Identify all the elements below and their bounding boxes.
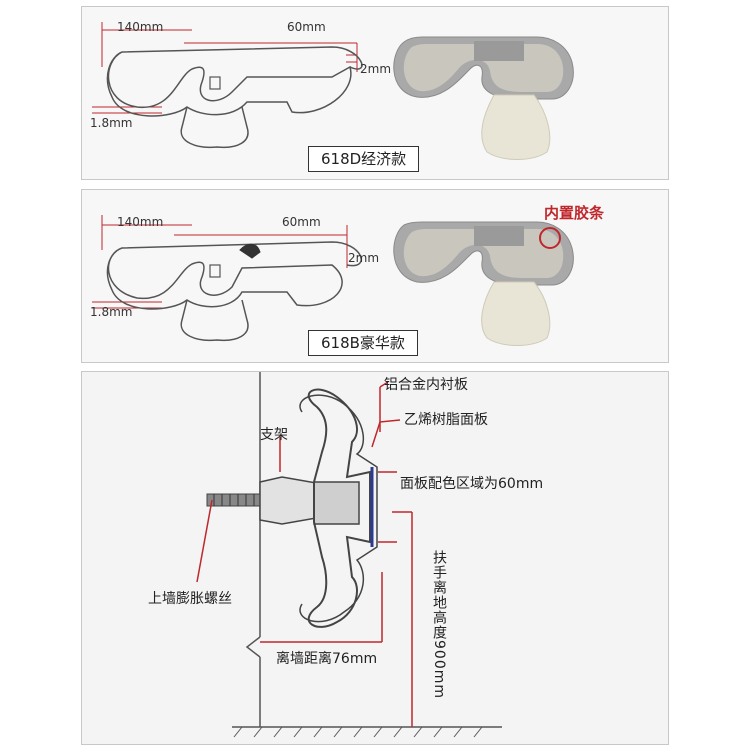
wall-thickness-label: 1.8mm xyxy=(90,116,133,130)
model-label: 618D经济款 xyxy=(308,146,420,172)
handrail-height-label: 扶手离地高度900mm xyxy=(431,550,447,699)
deluxe-profile-drawing xyxy=(92,215,574,346)
model-label: 618B豪华款 xyxy=(308,330,418,356)
thickness-dimension-label: 2mm xyxy=(360,62,392,76)
width-dimension-label: 140mm xyxy=(117,20,164,34)
economy-model-panel: 140mm 60mm 2mm 1.8mm 618D经济款 xyxy=(81,6,669,180)
width-dimension-label: 140mm xyxy=(117,215,164,229)
wall-thickness-label: 1.8mm xyxy=(90,305,133,319)
aluminum-liner-label: 铝合金内衬板 xyxy=(384,377,468,393)
installation-drawing xyxy=(196,372,502,738)
panel-dimension-label: 60mm xyxy=(282,215,321,229)
built-in-strip-callout: 内置胶条 xyxy=(544,204,605,222)
color-area-label: 面板配色区域为60mm xyxy=(400,476,544,492)
thickness-dimension-label: 2mm xyxy=(348,251,380,265)
panel-dimension-label: 60mm xyxy=(287,20,326,34)
pvc-panel-label: 乙烯树脂面板 xyxy=(404,412,488,428)
anchor-screw-label: 上墙膨胀螺丝 xyxy=(148,591,232,607)
wall-distance-label: 离墙距离76mm xyxy=(276,651,378,667)
bracket-label: 支架 xyxy=(260,427,288,443)
economy-profile-drawing xyxy=(92,22,574,160)
deluxe-model-panel: 140mm 60mm 2mm 1.8mm 内置胶条 618B豪华款 xyxy=(81,189,669,363)
installation-diagram-panel: 铝合金内衬板 乙烯树脂面板 支架 面板配色区域为60mm 上墙膨胀螺丝 离墙距离… xyxy=(81,371,669,745)
